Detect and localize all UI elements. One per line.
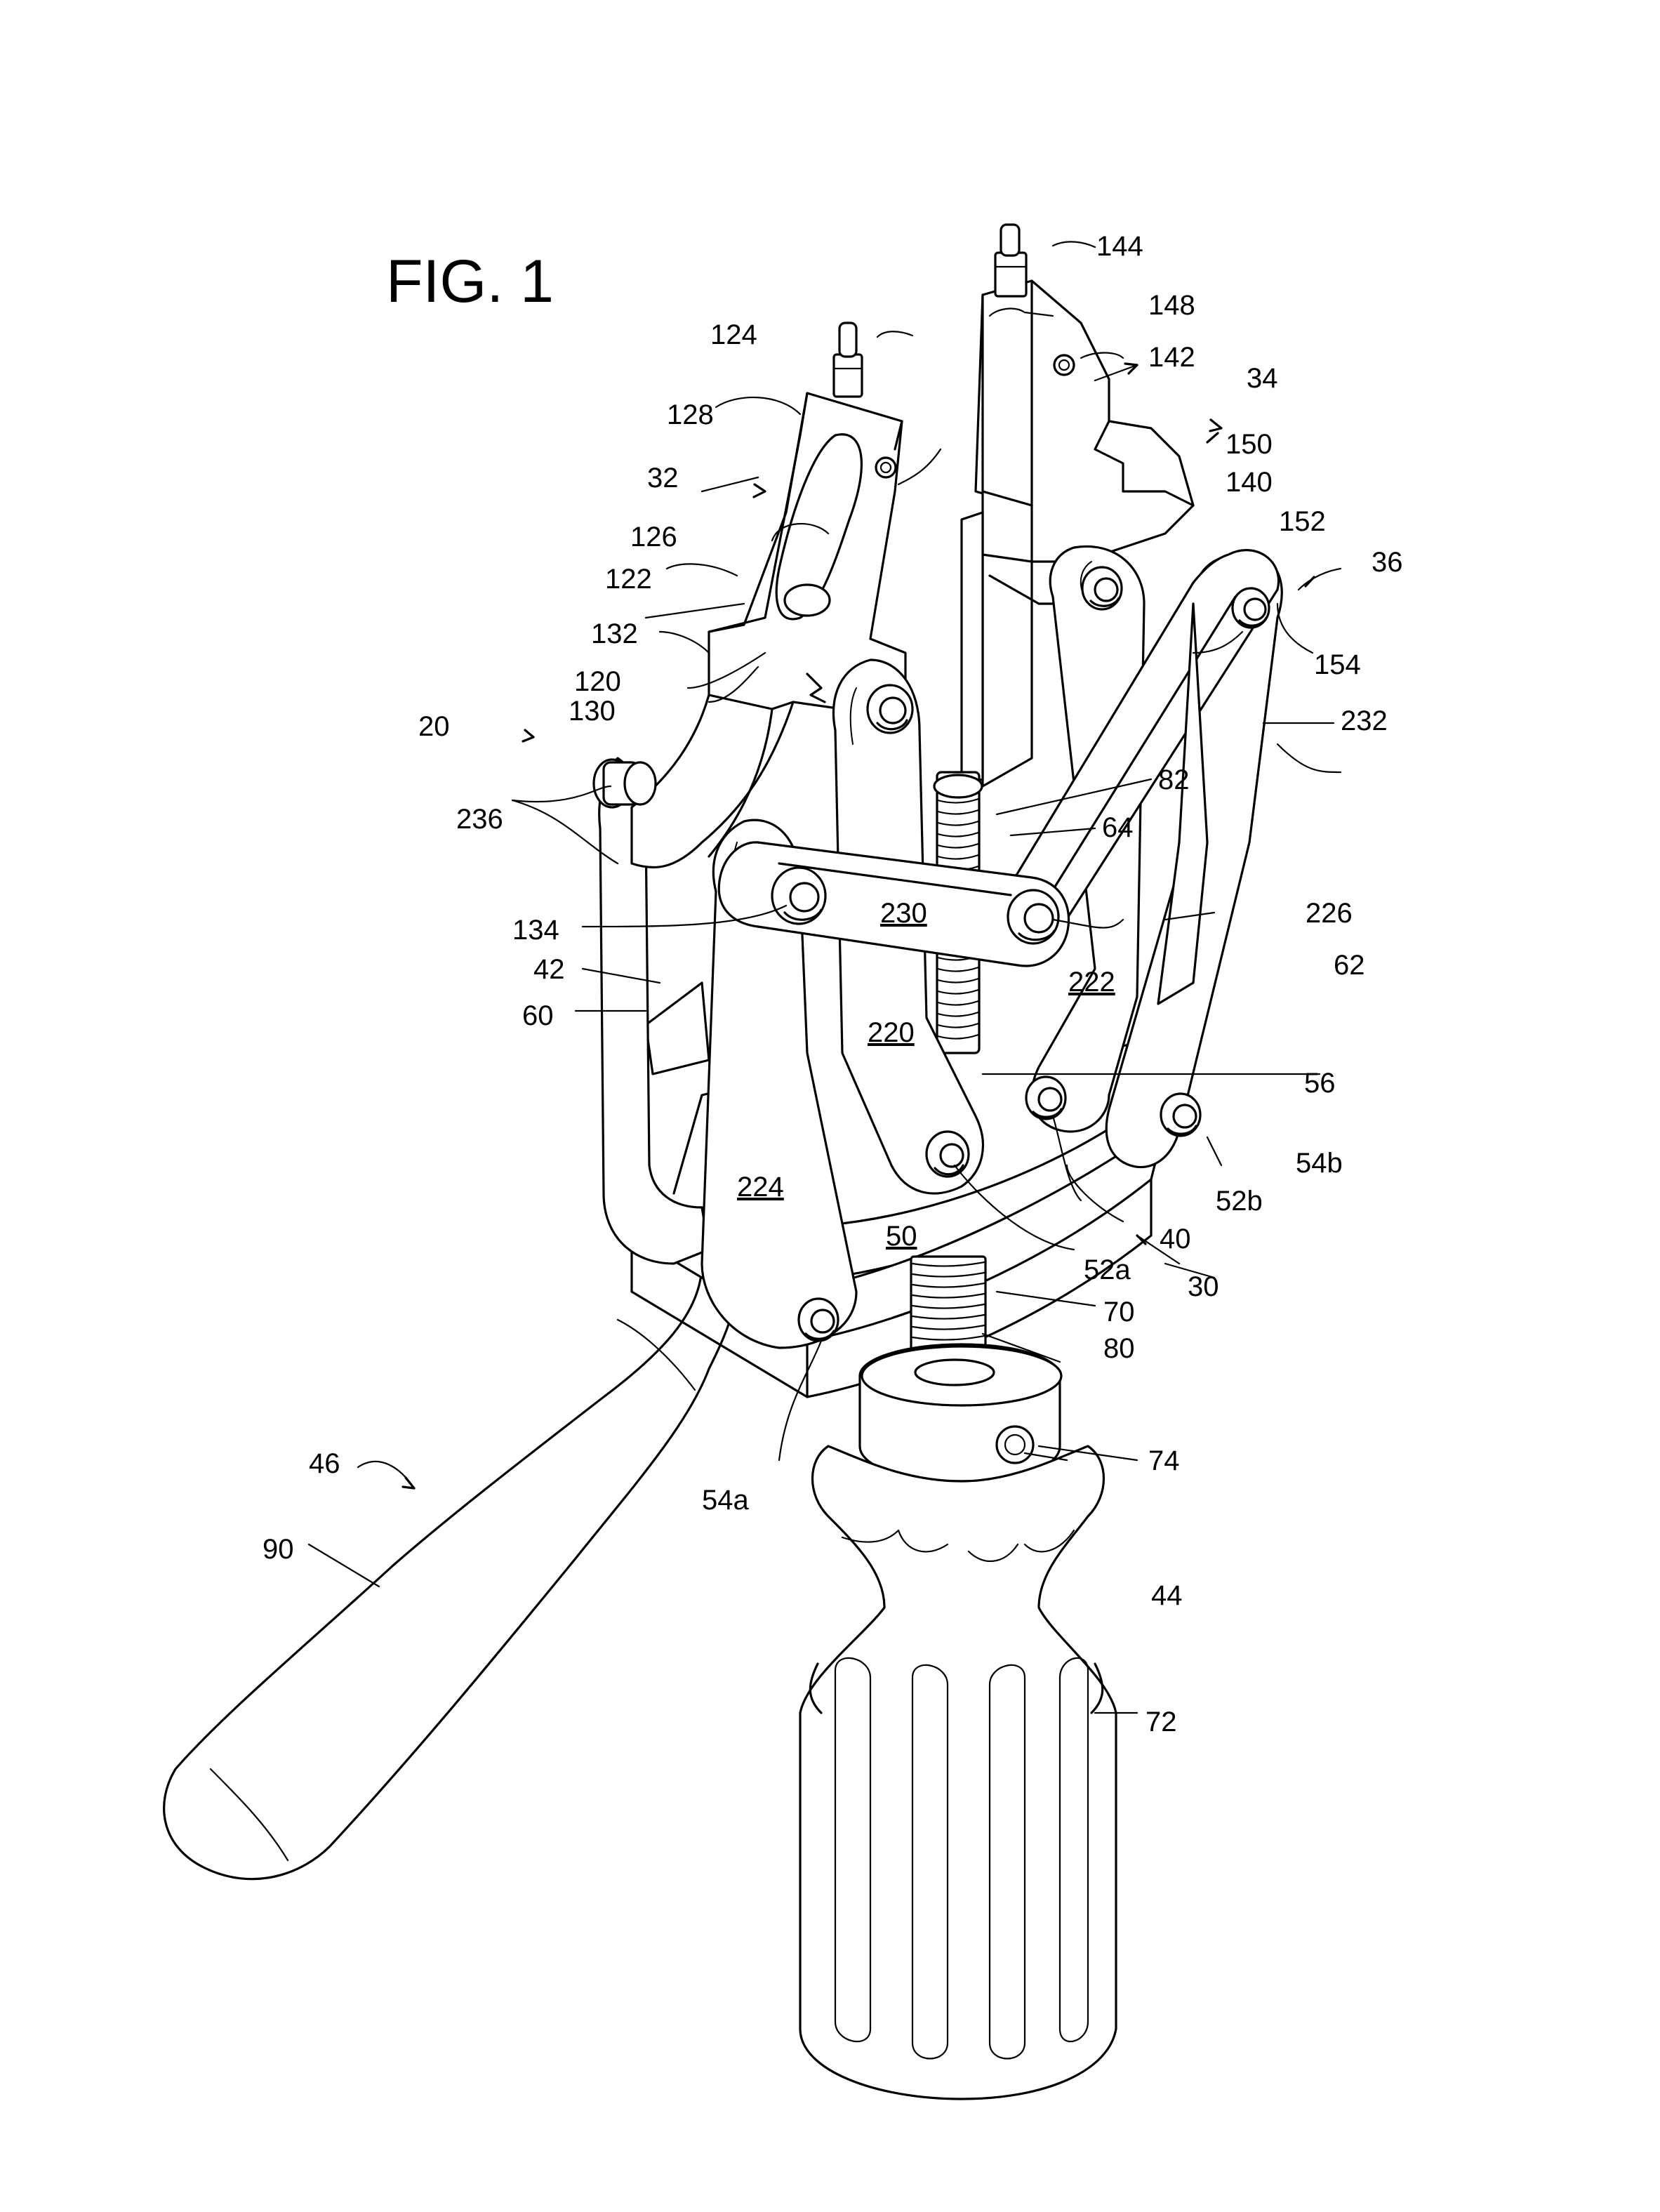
arrowheads [401,362,1315,1490]
label-82: 82 [1158,764,1190,795]
thread-line [936,809,980,815]
label-90: 90 [263,1534,294,1565]
thread-line [936,1022,980,1028]
reference-labels: 144 148 142 34 150 140 152 36 154 232 82… [263,231,1403,1737]
pin-134 [771,866,827,925]
label-36: 36 [1372,547,1403,578]
thread-line [911,1335,985,1341]
label-140: 140 [1226,467,1273,498]
label-132: 132 [591,618,638,649]
knob-handle [799,1445,1117,2100]
label-126: 126 [630,522,677,552]
label-152: 152 [1279,506,1326,537]
label-226: 226 [1306,898,1353,929]
label-32: 32 [647,463,679,494]
label-230: 230 [880,898,927,929]
pin-54a [797,1297,839,1342]
label-224: 224 [737,1172,784,1203]
label-232: 232 [1341,706,1388,736]
label-154: 154 [1314,649,1361,680]
label-220: 220 [868,1017,915,1048]
right-jaw-pin [994,223,1028,298]
label-44: 44 [1151,1580,1183,1611]
label-40: 40 [1160,1224,1191,1254]
label-74: 74 [1148,1445,1180,1476]
pin-52a [925,1130,970,1178]
label-42: 42 [533,954,565,985]
label-144: 144 [1096,231,1143,262]
label-54a: 54a [702,1485,749,1516]
left-jaw-pin [832,322,863,398]
pin-132 [866,684,914,734]
label-122: 122 [605,564,652,595]
label-60: 60 [522,1000,554,1031]
right-jaw-assembly [960,279,1195,788]
thread-line [936,820,980,826]
thread-line [936,842,980,849]
angled-handle [163,1262,737,1881]
thread-line [936,1000,980,1006]
thread-line [911,1271,985,1278]
thread-line [936,797,980,804]
pin-152 [1081,566,1123,611]
thread-line [911,1313,985,1320]
label-80: 80 [1103,1333,1135,1364]
crossbar-top-edge [778,862,1012,896]
label-70: 70 [1103,1297,1135,1327]
label-64: 64 [1102,812,1134,843]
pin-236 [592,758,657,809]
thread-line [936,831,980,837]
label-62: 62 [1334,950,1365,981]
label-148: 148 [1148,290,1195,321]
thread-line [936,854,980,860]
thread-line [936,988,980,995]
thread-line [936,1033,980,1040]
thread-line [911,1303,985,1309]
center-link-edge [849,687,857,745]
label-30: 30 [1188,1271,1219,1302]
pin-62 [1007,889,1060,945]
frame-plate [644,981,710,1075]
label-130: 130 [569,696,616,727]
thread-line [936,966,980,972]
label-236: 236 [456,804,503,835]
label-56: 56 [1304,1068,1336,1099]
label-72: 72 [1146,1707,1177,1737]
label-134: 134 [512,915,559,946]
knob-collar [858,1343,1063,1483]
thread-line [936,1011,980,1017]
label-20: 20 [418,711,450,742]
thread-line [936,977,980,984]
label-52a: 52a [1084,1254,1131,1285]
pin-154 [1231,587,1270,629]
label-142: 142 [1148,342,1195,373]
label-128: 128 [667,399,714,430]
pivot-pins [592,566,1270,1342]
thread-line [911,1282,985,1288]
thread-line [911,1261,985,1267]
label-50: 50 [886,1221,917,1252]
label-46: 46 [309,1448,340,1479]
label-54b: 54b [1296,1148,1343,1179]
label-34: 34 [1247,363,1278,394]
label-120: 120 [574,666,621,697]
thread-line [911,1324,985,1330]
label-124: 124 [710,319,757,350]
label-150: 150 [1226,429,1273,460]
label-222: 222 [1068,967,1115,998]
thread-line [911,1292,985,1299]
left-jaw-assembly [630,392,907,869]
pin-54b [1160,1092,1202,1137]
label-52b: 52b [1216,1186,1263,1217]
figure-title: FIG. 1 [386,248,554,315]
pin-52b [1025,1075,1067,1120]
